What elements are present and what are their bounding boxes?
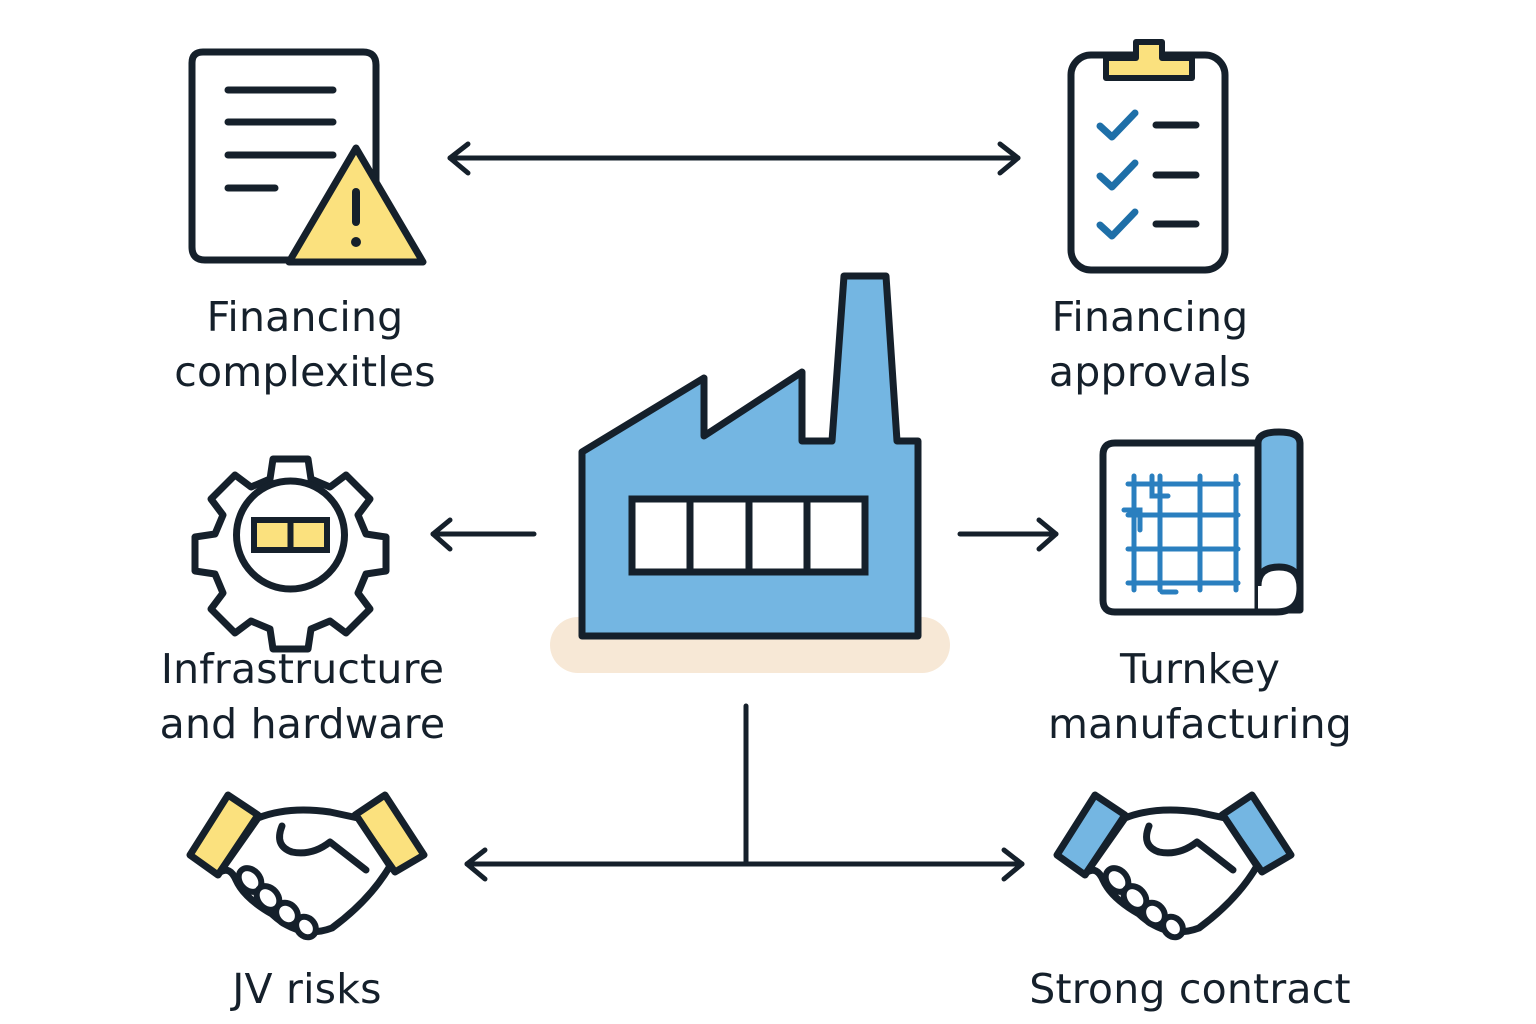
label-jv-risks: JV risks (107, 962, 507, 1017)
label-line: Strong contract (1029, 965, 1351, 1013)
label-line: and hardware (159, 700, 446, 748)
label-financing-approvals: Financing approvals (950, 290, 1350, 400)
label-line: manufacturing (1047, 700, 1353, 748)
handshake-icon (1053, 791, 1295, 941)
clipboard-checklist-icon (1067, 39, 1229, 274)
label-turnkey-manufacturing: Turnkey manufacturing (1000, 642, 1400, 752)
label-line: Financing (1051, 293, 1249, 341)
blueprint-icon (1099, 428, 1304, 616)
handshake-icon (186, 791, 428, 941)
connector-top (447, 141, 1021, 176)
label-strong-contract: Strong contract (990, 962, 1390, 1017)
label-line: Infrastructure (160, 645, 445, 693)
label-line: approvals (1048, 348, 1252, 396)
gear-icon (191, 455, 390, 653)
factory-icon (550, 272, 950, 673)
arrow-to-turnkey (957, 517, 1059, 552)
label-line: Financing (206, 293, 404, 341)
label-line: JV risks (232, 965, 382, 1013)
arrow-to-infrastructure (430, 517, 537, 552)
label-line: Turnkey (1119, 645, 1281, 693)
document-warning-icon (188, 48, 427, 266)
label-financing-complexities: Financing complexitles (105, 290, 505, 400)
connector-bottom (464, 703, 1025, 882)
label-infrastructure-hardware: Infrastructure and hardware (100, 642, 505, 752)
label-line: complexitles (174, 348, 436, 396)
